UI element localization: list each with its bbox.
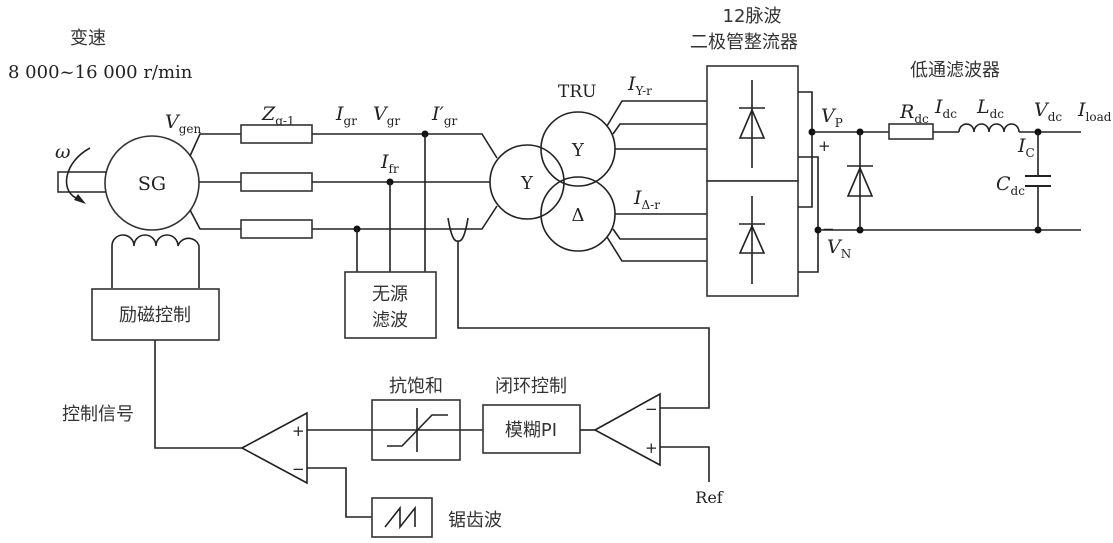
vp-label: VP xyxy=(821,105,843,130)
vgen-label: Vgen xyxy=(165,111,202,136)
minus-sign: − xyxy=(822,220,835,238)
impedance-c xyxy=(240,219,313,239)
secondary-y-label: Y xyxy=(571,140,585,161)
anti-saturation-label: 抗饱和 xyxy=(389,376,443,397)
anti-saturation-box xyxy=(371,399,461,461)
fuzzy-pi-label: 模糊PI xyxy=(505,420,557,441)
fuzzy-pi-box xyxy=(482,404,581,454)
idc-label: Idc xyxy=(934,96,957,121)
inductor-ldc-icon xyxy=(958,123,1020,133)
phase-c-lead xyxy=(189,209,241,230)
iy-r-label: IY-r xyxy=(627,73,652,98)
rdc-label: Rdc xyxy=(899,101,929,126)
ref-label: Ref xyxy=(695,488,724,507)
secondary-delta-label: Δ xyxy=(572,205,585,226)
lower-bridge-output xyxy=(798,156,819,273)
ic-label: IC xyxy=(1017,135,1035,160)
y-output-b xyxy=(612,123,707,135)
sawtooth-box xyxy=(371,497,433,538)
plus-sign: + xyxy=(818,137,831,155)
sawtooth-wave-icon xyxy=(384,505,416,530)
rectifier-title-2: 二极管整流器 xyxy=(690,32,798,53)
cdc-label: Cdc xyxy=(996,173,1025,198)
saturation-curve-icon xyxy=(387,408,448,452)
primary-winding-y xyxy=(489,144,565,220)
error-minus-sign: − xyxy=(645,400,658,418)
generator-label: SG xyxy=(138,173,166,195)
idelta-r-label: IΔ-r xyxy=(633,187,660,212)
line-phase-c xyxy=(312,205,498,230)
omega-label: ω xyxy=(55,141,71,163)
line-phase-a xyxy=(312,133,498,159)
impedance-b xyxy=(240,172,313,192)
primary-y-label: Y xyxy=(520,173,534,194)
iload-label: Iload xyxy=(1077,99,1112,124)
diode-lower-icon xyxy=(738,196,766,284)
sawtooth-line xyxy=(307,467,372,518)
diode-upper-icon xyxy=(738,80,766,168)
vn-label: VN xyxy=(827,236,851,261)
ldc-label: Ldc xyxy=(976,96,1004,121)
delta-output-b xyxy=(612,228,707,240)
passive-filter-box xyxy=(344,271,437,339)
ifr-label: Ifr xyxy=(380,151,399,176)
lowpass-title: 低通滤波器 xyxy=(910,60,1000,81)
feedback-line xyxy=(457,241,710,409)
rotation-arrow-icon xyxy=(65,147,91,204)
error-plus-sign: + xyxy=(645,439,658,457)
igr-prime-label: I′gr xyxy=(431,103,458,128)
igr-label: Igr xyxy=(335,103,357,128)
vdc-label: Vdc xyxy=(1034,99,1062,124)
pwm-comparator xyxy=(240,411,308,485)
synchronous-generator xyxy=(104,135,200,231)
passive-filter-label-1: 无源 xyxy=(372,284,408,305)
y-output-a xyxy=(606,100,707,127)
pwm-minus-sign: − xyxy=(292,460,305,478)
tru-label: TRU xyxy=(558,82,596,102)
impedance-a xyxy=(240,124,313,144)
excitation-coil-icon xyxy=(111,234,200,288)
speed-range: 8 000~16 000 r/min xyxy=(8,62,193,83)
error-comparator xyxy=(593,392,661,467)
excitation-control-label: 励磁控制 xyxy=(119,305,191,326)
rectifier-title-1: 12脉波 xyxy=(723,6,782,27)
freewheel-diode-icon xyxy=(846,132,874,230)
phase-a-lead xyxy=(189,133,241,157)
passive-filter-label-2: 滤波 xyxy=(372,310,408,331)
control-signal-line xyxy=(154,340,242,449)
pwm-plus-sign: + xyxy=(292,422,305,440)
capacitor-cdc-icon xyxy=(1025,132,1051,230)
upper-bridge-output xyxy=(798,91,813,208)
sawtooth-label: 锯齿波 xyxy=(448,510,502,531)
shaft xyxy=(57,171,107,193)
resistor-rdc xyxy=(888,123,934,140)
ref-line xyxy=(660,446,710,482)
closed-loop-label: 闭环控制 xyxy=(495,376,567,397)
control-signal-label: 控制信号 xyxy=(62,404,134,425)
delta-output-c xyxy=(606,236,707,262)
speed-title: 变速 xyxy=(70,28,106,49)
vgr-label: Vgr xyxy=(373,103,400,128)
